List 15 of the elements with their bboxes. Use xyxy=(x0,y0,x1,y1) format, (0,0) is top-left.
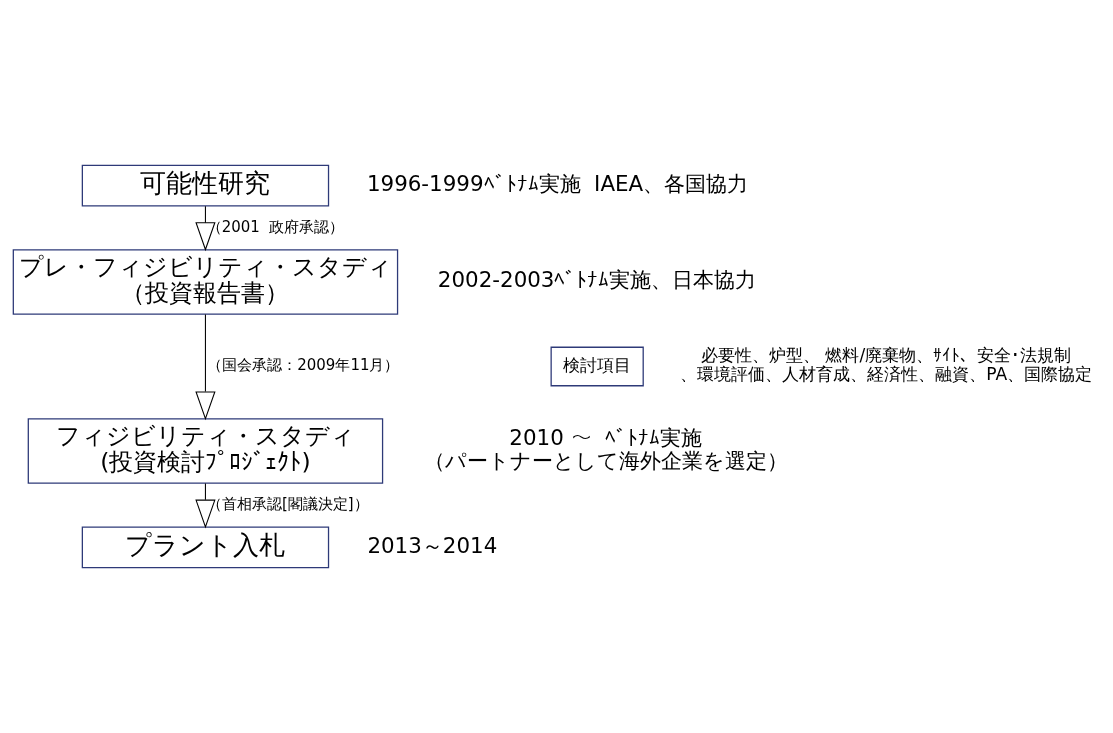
node-box: フィジビリティ・スタディ (投資検討ﾌﾟﾛｼﾞｪｸﾄ) xyxy=(27,418,384,484)
edge-label: （2001 政府承認） xyxy=(206,217,345,236)
node-label: 1996-1999ﾍﾞﾄﾅﾑ実施 IAEA、各国協力 xyxy=(366,170,749,196)
node-label: 2013～2014 xyxy=(367,532,498,558)
node-box: 可能性研究 xyxy=(81,164,330,207)
edge-label: （国会承認：2009年11月） xyxy=(207,356,400,375)
arrow xyxy=(195,313,216,421)
node-box: プレ・フィジビリティ・スタディ （投資報告書） xyxy=(12,249,399,315)
node-label: （パートナーとして海外企業を選定） xyxy=(423,448,788,474)
node-box: 検討項目 xyxy=(550,346,644,387)
node-box: プラント入札 xyxy=(81,526,330,569)
node-label: 2010 ～ ﾍﾞﾄﾅﾑ実施 xyxy=(509,424,703,450)
node-label: 必要性、炉型、 燃料/廃棄物、ｻｲﾄ、安全･法規制、環境評価、人材育成、経済性、融資、PA、国際協定 xyxy=(680,344,1093,385)
edge-label: （首相承認[閣議決定]） xyxy=(207,495,369,514)
node-label: 2002-2003ﾍﾞﾄﾅﾑ実施、日本協力 xyxy=(437,267,757,293)
